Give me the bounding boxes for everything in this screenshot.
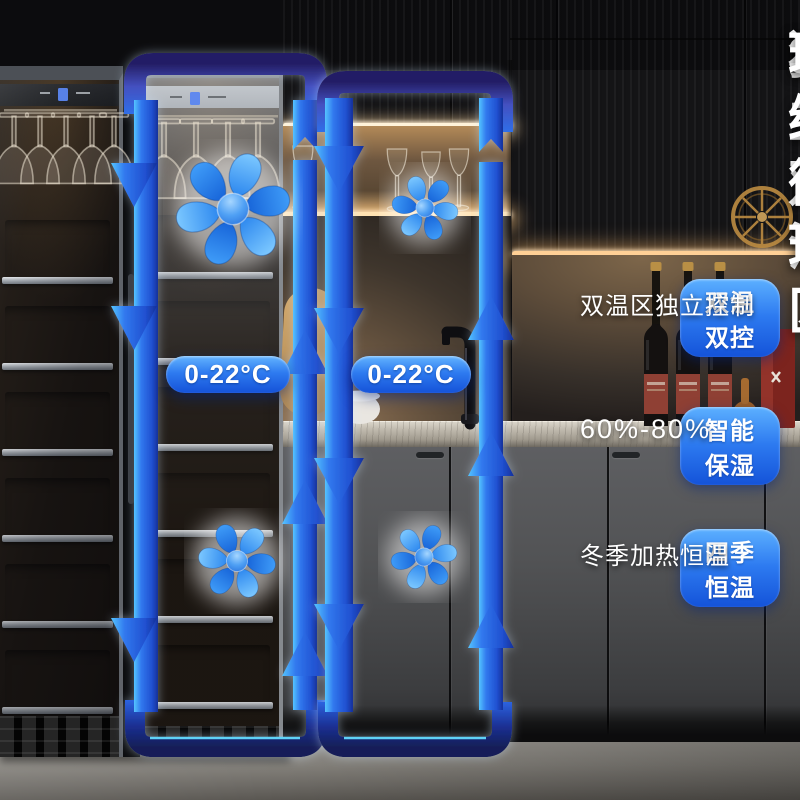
headline-line: 360度 — [788, 24, 800, 152]
fridge-interior — [0, 80, 119, 757]
wall-corner-shadow — [506, 60, 512, 426]
headline-line: 环绕循环 — [788, 24, 800, 280]
cabinet-seam — [744, 0, 746, 256]
fridge-vent — [0, 716, 119, 757]
airflow-shaft-down — [134, 100, 158, 712]
upper-cabinet-right — [510, 0, 800, 258]
arrow-up-icon — [468, 432, 514, 476]
arrow-up-icon — [282, 632, 328, 676]
feature-caption: 双温区独立控制 — [580, 293, 755, 320]
fridge-glass-door — [0, 80, 119, 716]
shelf-bar — [2, 535, 113, 542]
feature-caption: 60%-80% — [580, 414, 712, 444]
ribbon-notch — [293, 128, 317, 150]
arrow-down-icon — [314, 308, 364, 354]
airflow-shaft-up — [293, 160, 317, 710]
arrow-down-icon — [314, 604, 364, 650]
airflow-loop-left — [111, 53, 328, 757]
arrow-up-icon — [282, 480, 328, 524]
feature-badge: 双温双控 — [680, 279, 780, 357]
cabinet-seam — [607, 447, 609, 742]
cabinet-handle — [416, 452, 444, 458]
cabinet-handle — [612, 452, 640, 458]
arrow-down-icon — [111, 306, 157, 350]
temperature-badge-right: 0-22°C — [351, 356, 471, 393]
shelf-bar — [2, 363, 113, 370]
upper-dark-wall — [0, 0, 800, 70]
airflow-loop-right — [314, 71, 514, 757]
hanging-wine-glasses — [0, 109, 281, 200]
arrow-down-icon — [111, 163, 157, 207]
fridge-display-screen — [40, 88, 226, 105]
cabinet-seam — [556, 0, 558, 256]
shelf-bar — [2, 621, 113, 628]
feature-caption: 冬季加热恒温 — [580, 543, 730, 570]
arrow-up-icon — [468, 604, 514, 648]
decor-wheel — [731, 186, 793, 248]
led-strip — [283, 123, 511, 128]
toe-kick — [283, 705, 800, 743]
temperature-badge-left: 0-22°C — [166, 356, 290, 393]
shelf-bar — [2, 707, 113, 714]
fridge-door-handle — [128, 274, 134, 504]
led-strip — [512, 251, 800, 257]
cabinet-seam — [449, 447, 451, 742]
cabinet-seam — [510, 38, 800, 40]
headline-line: 独立双温区 — [788, 24, 800, 344]
ribbon-notch — [479, 128, 503, 152]
cabinet-seam — [450, 0, 452, 124]
arrow-up-icon — [282, 330, 328, 374]
shelf-bar — [2, 277, 113, 284]
arrow-down-icon — [111, 618, 157, 662]
arrow-down-icon — [314, 146, 364, 192]
arrow-up-icon — [468, 296, 514, 340]
circulation-fans — [161, 137, 468, 615]
shelf-bar — [2, 449, 113, 456]
arrow-down-icon — [314, 458, 364, 504]
feature-badge: 智能保湿 — [680, 407, 780, 485]
feature-badge: 四季恒温 — [680, 529, 780, 607]
